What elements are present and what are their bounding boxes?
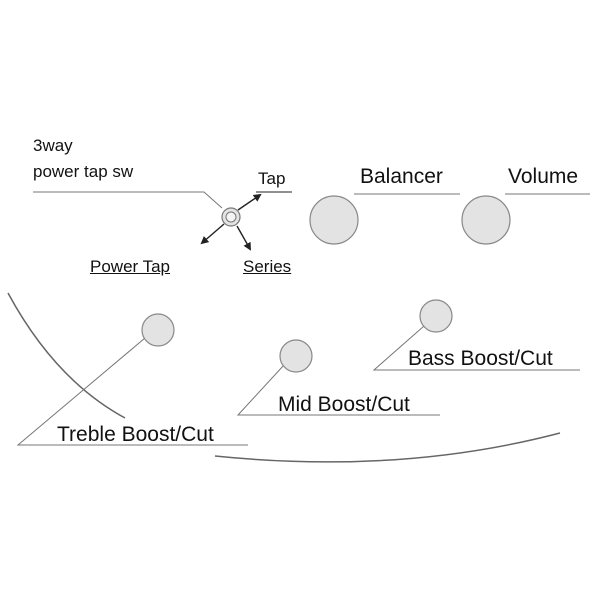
mid-knob[interactable] [279, 339, 313, 373]
label-series: Series [243, 257, 292, 276]
label-power-tap: Power Tap [90, 257, 171, 276]
arrow-power-tap [200, 223, 225, 245]
switch-title-line2: power tap sw [33, 162, 134, 181]
treble-leader-line [16, 337, 248, 446]
volume-knob[interactable] [461, 195, 511, 245]
power-tap-switch[interactable] [221, 207, 241, 227]
body-edge-curve-bottom [214, 432, 561, 463]
arrow-tap [237, 193, 262, 211]
bass-knob[interactable] [419, 299, 453, 333]
bass-leader-line [372, 325, 580, 371]
label-bass: Bass Boost/Cut [408, 347, 553, 370]
balancer-knob[interactable] [309, 195, 359, 245]
label-volume: Volume [508, 165, 579, 188]
arrow-series [236, 225, 251, 251]
label-tap: Tap [258, 169, 286, 188]
label-balancer: Balancer [360, 165, 443, 188]
treble-knob[interactable] [141, 313, 175, 347]
label-treble: Treble Boost/Cut [57, 423, 214, 446]
switch-leader-line [33, 191, 223, 209]
mid-leader-line [236, 364, 440, 416]
body-edge-curve-left [7, 292, 126, 419]
label-mid: Mid Boost/Cut [278, 393, 410, 416]
switch-title-line1: 3way [33, 136, 73, 155]
